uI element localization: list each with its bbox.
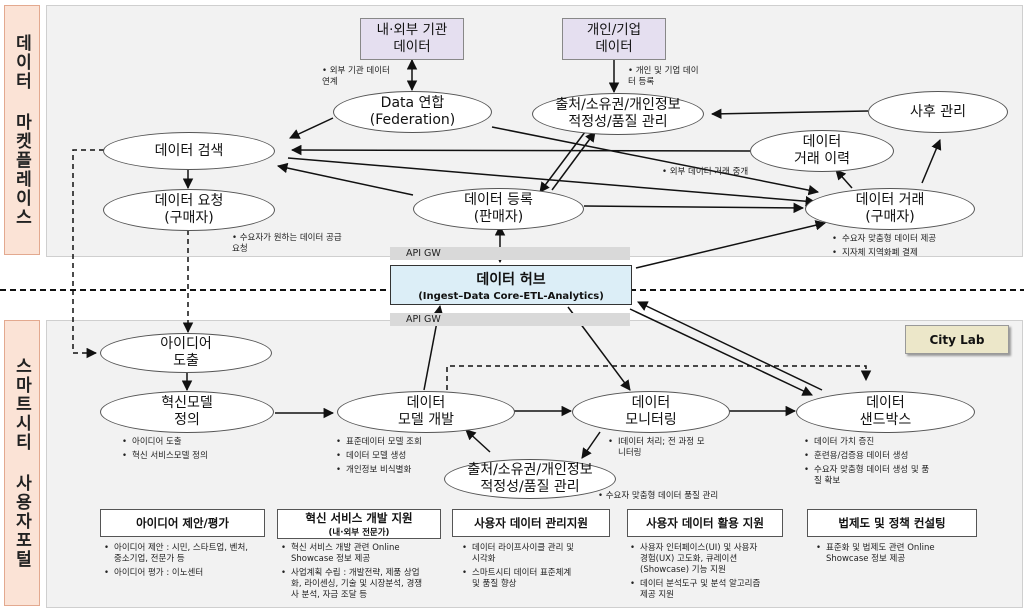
dev-note-item: 표준데이터 모델 조회 bbox=[336, 437, 422, 448]
support-items-data-mgmt: 데이터 라이프사이클 관리 및 시각화 스마트시티 데이터 표준체계 및 품질 … bbox=[462, 543, 622, 593]
arrow-monitor-validity bbox=[581, 431, 601, 459]
arrow-register-search bbox=[276, 162, 414, 196]
arrow-validity-register bbox=[539, 131, 586, 193]
arrow-federation-trade bbox=[491, 126, 820, 196]
data-hub: 데이터 허브 (Ingest–Data Core-ETL-Analytics) bbox=[390, 265, 632, 305]
support-item: 표준화 및 법제도 관련 Online Showcase 정보 제공 bbox=[816, 543, 986, 565]
city-lab-badge: City Lab bbox=[905, 325, 1009, 354]
monitor-notes: I데이터 처리; 전 과정 모 니터링 bbox=[608, 437, 705, 462]
support-items-idea: 아이디어 제안 : 시민, 스타트업, 벤처, 중소기업, 전문가 등 아이디어… bbox=[104, 543, 274, 582]
request-note-text: 수요자가 원하는 데이터 공급 요청 bbox=[232, 233, 342, 254]
aftercare-node: 사후 관리 bbox=[868, 91, 1008, 133]
dev-note-item: 데이터 모델 생성 bbox=[336, 451, 422, 462]
api-gateway-top: API GW bbox=[390, 247, 630, 260]
support-items-data-use: 사용자 인터페이스(UI) 및 사용자 경험(UX) 고도화, 큐레이션 (Sh… bbox=[630, 543, 800, 604]
trade-note-item: 지자체 지역화폐 결제 bbox=[832, 248, 936, 259]
personal-source-note: • 개인 및 기업 데이 터 등록 bbox=[628, 66, 699, 87]
dev-note-item: 개인정보 비식별화 bbox=[336, 465, 422, 476]
dev-notes: 표준데이터 모델 조회 데이터 모델 생성 개인정보 비식별화 bbox=[336, 437, 422, 479]
sandbox-note-item: 훈련용/검증용 데이터 생성 bbox=[804, 451, 929, 462]
register-node: 데이터 등록 (판매자) bbox=[413, 188, 584, 230]
external-trade-note: • 외부 데이터 거래 중개 bbox=[662, 167, 749, 177]
support-item: 혁신 서비스 개발 관련 Online Showcase 정보 제공 bbox=[281, 543, 451, 565]
trade-node: 데이터 거래 (구매자) bbox=[805, 188, 975, 230]
personal-source-note-text: 개인 및 기업 데이 터 등록 bbox=[628, 66, 699, 87]
request-node: 데이터 요청 (구매자) bbox=[103, 189, 275, 231]
data-hub-subtitle: (Ingest–Data Core-ETL-Analytics) bbox=[418, 290, 604, 302]
dev-node: 데이터 모델 개발 bbox=[337, 391, 515, 433]
data-hub-title: 데이터 허브 bbox=[476, 271, 546, 288]
external-data-source: 내·외부 기관 데이터 bbox=[360, 18, 464, 60]
support-subtitle: (내·외부 전문가) bbox=[328, 528, 390, 538]
support-box-idea: 아이디어 제안/평가 bbox=[100, 509, 265, 537]
support-title: 법제도 및 정책 컨설팅 bbox=[838, 516, 946, 530]
validity-node: 출처/소유권/개인정보 적정성/품질 관리 bbox=[532, 93, 704, 135]
support-item: 사용자 인터페이스(UI) 및 사용자 경험(UX) 고도화, 큐레이션 (Sh… bbox=[630, 543, 800, 576]
portal-validity-node: 출처/소유권/개인정보 적정성/품질 관리 bbox=[444, 459, 616, 499]
portal-validity-note: • 수요자 맞춤형 데이터 품질 관리 bbox=[598, 491, 719, 501]
support-title: 혁신 서비스 개발 지원 bbox=[305, 511, 413, 525]
support-item: 데이터 분석도구 및 분석 알고리즘 제공 지원 bbox=[630, 579, 800, 601]
arrow-trade-history bbox=[835, 169, 853, 189]
trade-notes: 수요자 맞춤형 데이터 제공 지자체 지역화폐 결제 bbox=[832, 234, 936, 262]
support-item: 아이디어 평가 : 이노센터 bbox=[104, 568, 274, 579]
sandbox-node: 데이터 샌드박스 bbox=[796, 391, 975, 433]
sandbox-note-item: 데이터 가치 증진 bbox=[804, 437, 929, 448]
support-title: 아이디어 제안/평가 bbox=[136, 516, 229, 530]
trade-note-item: 수요자 맞춤형 데이터 제공 bbox=[832, 234, 936, 245]
request-note: • 수요자가 원하는 데이터 공급 요청 bbox=[232, 233, 342, 254]
arrow-hub-sandbox-2 bbox=[629, 308, 813, 396]
monitor-node: 데이터 모니터링 bbox=[572, 391, 730, 433]
external-source-note: • 외부 기관 데이터 연계 bbox=[322, 66, 390, 87]
support-item: 데이터 라이프사이클 관리 및 시각화 bbox=[462, 543, 622, 565]
arrow-register-trade bbox=[583, 202, 805, 214]
marketplace-side-text: 데이터 마켓플레이스 bbox=[11, 33, 32, 227]
arrow-history-search bbox=[290, 144, 751, 156]
arrow-validity-dev bbox=[465, 429, 491, 453]
search-node: 데이터 검색 bbox=[103, 132, 275, 170]
dashed-dev-sandbox bbox=[446, 365, 872, 390]
dashed-search-idea bbox=[72, 149, 104, 359]
support-title: 사용자 데이터 관리지원 bbox=[474, 516, 588, 530]
support-item: 아이디어 제안 : 시민, 스타트업, 벤처, 중소기업, 전문가 등 bbox=[104, 543, 274, 565]
marketplace-side-label: 데이터 마켓플레이스 bbox=[4, 5, 40, 255]
history-node: 데이터 거래 이력 bbox=[750, 130, 894, 172]
portal-side-text: 스마트시티 사용자포털 bbox=[11, 357, 32, 569]
support-items-policy: 표준화 및 법제도 관련 Online Showcase 정보 제공 bbox=[816, 543, 986, 568]
arrow-hub-trade bbox=[635, 220, 827, 269]
support-box-data-mgmt: 사용자 데이터 관리지원 bbox=[452, 509, 610, 537]
portal-side-label: 스마트시티 사용자포털 bbox=[4, 320, 40, 606]
arrow-search-trade bbox=[287, 157, 817, 207]
external-source-note-text: 외부 기관 데이터 연계 bbox=[322, 66, 390, 87]
idea-node: 아이디어 도출 bbox=[100, 333, 272, 373]
api-gateway-bottom: API GW bbox=[390, 313, 630, 326]
arrow-aftercare-validity bbox=[710, 108, 869, 120]
arrow-hub-sandbox-1 bbox=[637, 301, 823, 391]
external-trade-note-text: 외부 데이터 거래 중개 bbox=[669, 167, 749, 177]
arrow-trade-aftercare bbox=[921, 139, 942, 184]
sandbox-note-item: 수요자 맞춤형 데이터 생성 및 품 질 확보 bbox=[804, 465, 929, 487]
support-items-service: 혁신 서비스 개발 관련 Online Showcase 정보 제공 사업계획 … bbox=[281, 543, 451, 604]
model-note-item: 혁신 서비스모델 정의 bbox=[122, 451, 208, 462]
personal-data-source: 개인/기업 데이터 bbox=[562, 18, 666, 60]
support-box-data-use: 사용자 데이터 활용 지원 bbox=[627, 509, 783, 537]
model-node: 혁신모델 정의 bbox=[100, 391, 274, 433]
support-item: 스마트시티 데이터 표준체계 및 품질 향상 bbox=[462, 568, 622, 590]
model-note-item: 아이디어 도출 bbox=[122, 437, 208, 448]
arrow-federation-search bbox=[289, 117, 334, 139]
support-item: 사업계획 수립 : 개발전략, 제품 상업 화, 라이센싱, 기술 및 시장분석… bbox=[281, 568, 451, 601]
monitor-note-item: I데이터 처리; 전 과정 모 니터링 bbox=[608, 437, 705, 459]
support-box-policy: 법제도 및 정책 컨설팅 bbox=[807, 509, 977, 537]
support-box-service: 혁신 서비스 개발 지원 (내·외부 전문가) bbox=[277, 509, 441, 539]
portal-validity-note-text: 수요자 맞춤형 데이터 품질 관리 bbox=[605, 491, 719, 501]
federation-node: Data 연합 (Federation) bbox=[333, 91, 492, 133]
sandbox-notes: 데이터 가치 증진 훈련용/검증용 데이터 생성 수요자 맞춤형 데이터 생성 … bbox=[804, 437, 929, 490]
model-notes: 아이디어 도출 혁신 서비스모델 정의 bbox=[122, 437, 208, 465]
support-title: 사용자 데이터 활용 지원 bbox=[646, 516, 764, 530]
